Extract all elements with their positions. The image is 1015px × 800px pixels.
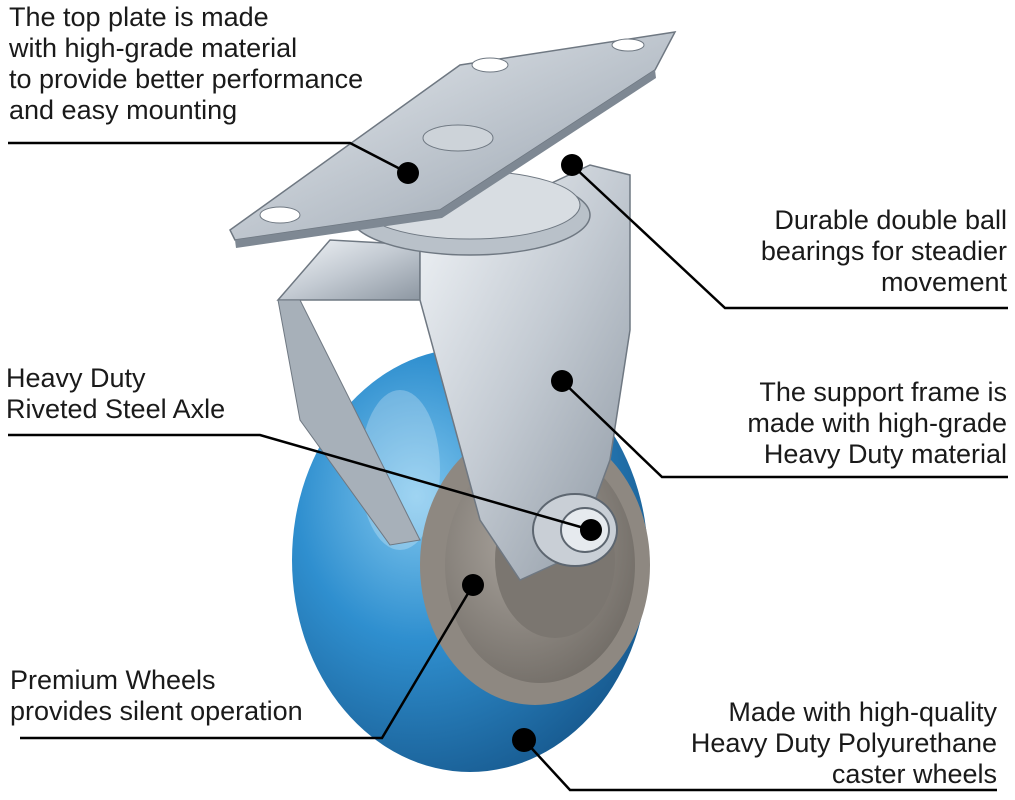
callout-support-frame: The support frame is made with high-grad… — [747, 377, 1007, 470]
callout-line: The top plate is made — [9, 2, 269, 32]
dot-polyurethane — [512, 728, 536, 752]
support-frame — [276, 164, 631, 581]
callout-line: Heavy Duty Polyurethane — [690, 728, 997, 758]
callout-line: made with high-grade — [747, 408, 1007, 438]
callout-top-plate: The top plate is made with high-grade ma… — [9, 2, 363, 126]
leader-axle — [8, 433, 592, 532]
dot-support-frame — [551, 370, 573, 392]
callout-line: The support frame is — [759, 377, 1007, 407]
leader-ball-bearings — [571, 164, 1008, 310]
callout-line: with high-grade material — [9, 33, 298, 63]
callout-wheels: Premium Wheels provides silent operation — [10, 665, 303, 727]
dot-axle — [580, 519, 602, 541]
callout-line: Heavy Duty material — [763, 439, 1007, 469]
callout-line: caster wheels — [831, 759, 997, 789]
dot-ball-bearings — [561, 154, 583, 176]
callout-line: Riveted Steel Axle — [6, 394, 226, 424]
callout-line: Heavy Duty — [6, 363, 146, 393]
callout-line: bearings for steadier — [760, 236, 1007, 266]
callout-line: and easy mounting — [9, 95, 238, 125]
callout-ball-bearings: Durable double ball bearings for steadie… — [761, 205, 1007, 298]
dot-wheels — [462, 574, 484, 596]
leader-wheels — [20, 584, 475, 740]
callout-axle: Heavy Duty Riveted Steel Axle — [6, 363, 225, 425]
callout-line: Premium Wheels — [10, 665, 216, 695]
leader-support-frame — [561, 380, 1008, 479]
leader-dots — [397, 154, 602, 752]
dot-top-plate — [397, 162, 419, 184]
callout-line: Durable double ball — [774, 205, 1007, 235]
callout-line: Made with high-quality — [728, 697, 997, 727]
leader-top-plate — [8, 141, 409, 175]
axle-bolt — [532, 493, 618, 567]
top-plate — [229, 31, 677, 248]
callout-polyurethane: Made with high-quality Heavy Duty Polyur… — [691, 697, 997, 790]
callout-line: provides silent operation — [10, 696, 303, 726]
callout-line: movement — [880, 267, 1007, 297]
leader-lines — [8, 141, 1008, 792]
leader-polyurethane — [523, 739, 997, 792]
callout-line: to provide better performance — [9, 64, 364, 94]
